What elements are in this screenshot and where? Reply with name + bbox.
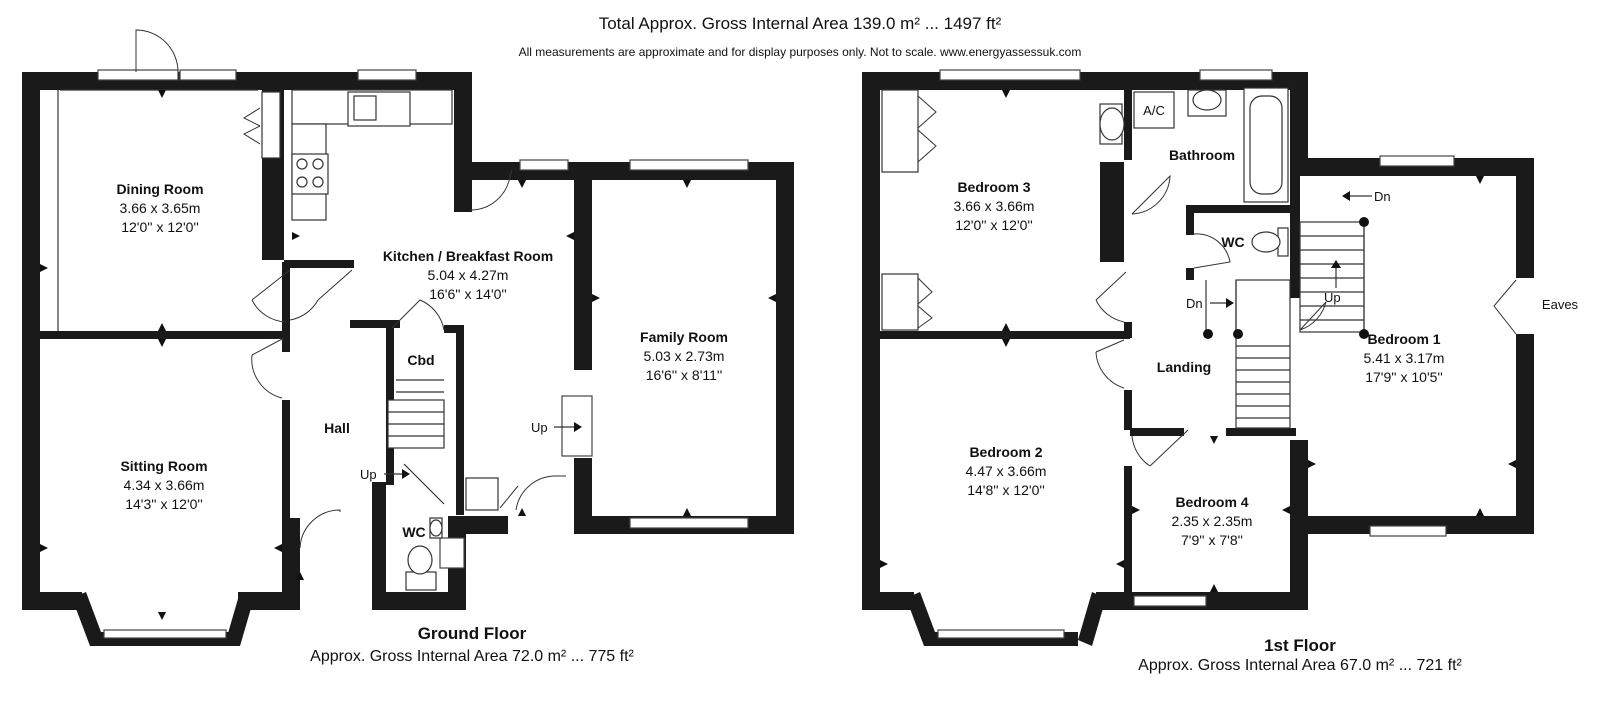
- room-cbd-name: Cbd: [407, 352, 434, 368]
- first-floor-title: 1st Floor: [1264, 636, 1336, 655]
- room-bath-name: Bathroom: [1169, 147, 1235, 163]
- room-dining-name: Dining Room: [116, 181, 203, 197]
- room-kitchen-metric: 5.04 x 4.27m: [428, 267, 509, 283]
- room-bed2-imperial: 14'8'' x 12'0'': [967, 482, 1045, 498]
- room-bed3-metric: 3.66 x 3.66m: [954, 198, 1035, 214]
- room-bed3-name: Bedroom 3: [957, 179, 1030, 195]
- room-sitting-metric: 4.34 x 3.66m: [124, 477, 205, 493]
- ground-floor-title: Ground Floor: [417, 624, 527, 643]
- room-dining-imperial: 12'0'' x 12'0'': [121, 219, 199, 235]
- ground-floor-plan: [22, 29, 794, 646]
- room-sitting-name: Sitting Room: [120, 458, 207, 474]
- room-landing-name: Landing: [1157, 359, 1211, 375]
- room-bed1-name: Bedroom 1: [1367, 331, 1440, 347]
- room-bed4-name: Bedroom 4: [1175, 494, 1248, 510]
- room-kitchen-name: Kitchen / Breakfast Room: [383, 248, 553, 264]
- first-floor-area: Approx. Gross Internal Area 67.0 m² ... …: [1138, 657, 1462, 674]
- dn-label-left: Dn: [1186, 296, 1203, 311]
- family-up-label: Up: [531, 420, 548, 435]
- ground-floor-area: Approx. Gross Internal Area 72.0 m² ... …: [310, 648, 634, 665]
- room-bed2-name: Bedroom 2: [969, 444, 1042, 460]
- room-wc-first-name: WC: [1221, 234, 1244, 250]
- room-family-imperial: 16'6'' x 8'11'': [646, 367, 723, 383]
- room-bed1-metric: 5.41 x 3.17m: [1364, 350, 1445, 366]
- room-wc-ground-name: WC: [402, 524, 425, 540]
- room-hall-name: Hall: [324, 420, 350, 436]
- dn-label-top: Dn: [1374, 189, 1391, 204]
- room-family-name: Family Room: [640, 329, 728, 345]
- total-area-title: Total Approx. Gross Internal Area 139.0 …: [598, 14, 1002, 33]
- room-bed3-imperial: 12'0'' x 12'0'': [955, 217, 1033, 233]
- room-kitchen-imperial: 16'6'' x 14'0'': [429, 286, 507, 302]
- room-ac-name: A/C: [1143, 103, 1165, 118]
- room-bed2-metric: 4.47 x 3.66m: [966, 463, 1047, 479]
- room-dining-metric: 3.66 x 3.65m: [120, 200, 201, 216]
- eaves-label: Eaves: [1542, 297, 1579, 312]
- disclaimer-note: All measurements are approximate and for…: [518, 45, 1082, 59]
- room-sitting-imperial: 14'3'' x 12'0'': [125, 496, 203, 512]
- room-bed1-imperial: 17'9'' x 10'5'': [1365, 369, 1443, 385]
- room-bed4-metric: 2.35 x 2.35m: [1172, 513, 1253, 529]
- room-bed4-imperial: 7'9'' x 7'8'': [1181, 532, 1243, 548]
- room-family-metric: 5.03 x 2.73m: [644, 348, 725, 364]
- up-label-first: Up: [1324, 290, 1341, 305]
- stairs-up-label: Up: [360, 467, 377, 482]
- first-floor-plan: [862, 69, 1534, 646]
